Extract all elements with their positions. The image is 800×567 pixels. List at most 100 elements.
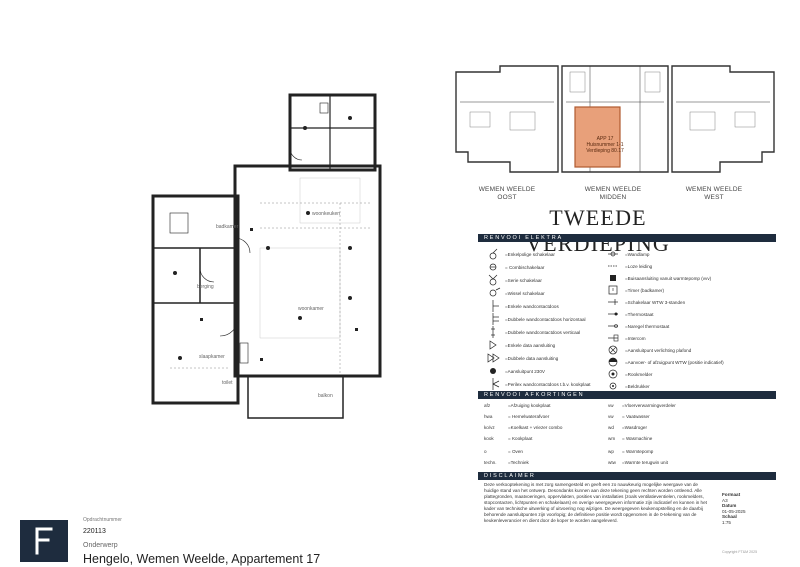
abbr-left-text-0: =Afzuiging kookplaat [508, 403, 551, 408]
legend-electra-left-9: =Aansluitpunt 230V [505, 368, 545, 374]
legend-electra-right-3: =Timer (badkamer) [625, 287, 665, 293]
legend-electra-right-row: =Aansluitpunt verlichting plafond [604, 344, 691, 356]
legend-electra-left-8: =Dubbele data aansluiting [505, 355, 559, 361]
legend-electra-right-4: =Schakelaar WTW 3-standen [625, 299, 686, 305]
legend-electra-right: =Wandlamp =Loze leiding =Buisaansluiting… [604, 248, 774, 390]
room-label-toilet: toilet [222, 380, 233, 386]
keyplan-highlight-line2: Huisnummer 1-1 [586, 142, 624, 148]
disclaimer-text: Deze verkooptekening is met zorg samenge… [484, 482, 707, 523]
legend-abbr-right: vw =Vloerverwarmingverdeler vw = Vaatwas… [608, 403, 768, 469]
abbr-left-text-2: =Koelkast + vriezer combo [508, 425, 563, 430]
legend-electra-left-0: =Enkelpolige schakelaar [505, 251, 555, 257]
keyplan-block-midden-line2: MIDDEN [599, 194, 627, 201]
legend-electra-left-row: =Dubbele wandcontactdoos verticaal [484, 326, 580, 338]
abbr-right-code-1: vw [608, 414, 614, 419]
legend-electra-right-row: =Beldrukker [604, 380, 650, 392]
legend-electra-right-row: =Naregel thermostaat [604, 320, 669, 332]
keyplan-block-west-line2: WEST [704, 194, 724, 201]
legend-electra-left-7: =Enkele data aansluiting [505, 342, 556, 348]
abbr-right-code-4: wp [608, 449, 614, 454]
keyplan-highlight-line3: Verdieping 80.17 [586, 148, 624, 154]
abbr-right-text-2: =Wasdroger [622, 425, 647, 430]
floor-plan-drawing [151, 93, 382, 419]
legend-electra-left-row: =Serie schakelaar [484, 274, 542, 286]
legend-abbr-header: RENVOOI AFKORTINGEN [478, 391, 776, 399]
abbr-left-code-5: techn. [484, 460, 497, 465]
abbr-left-code-1: hwa [484, 414, 493, 419]
legend-electra-left-4: =Enkele wandcontactdoos [505, 303, 559, 309]
abbr-left-text-1: = Hemelwaterafvoer [508, 414, 550, 419]
legend-electra-left-row: =Enkelpolige schakelaar [484, 248, 555, 260]
legend-electra-right-row: =Timer (badkamer) [604, 284, 664, 296]
legend-electra-right-0: =Wandlamp [625, 251, 650, 257]
abbr-left-text-4: = Oven [508, 449, 523, 454]
project-title: Hengelo, Wemen Weelde, Appartement 17 [83, 552, 321, 566]
legend-electra-left-10: =Perilex wandcontactdoos t.b.v. kookplaa… [505, 381, 591, 387]
legend-electra-left-row: =Enkele data aansluiting [484, 339, 555, 351]
legend-electra-right-row: =Intercom [604, 332, 646, 344]
abbr-right-text-3: = Wasmachine [622, 436, 653, 441]
abbr-right-code-0: vw [608, 403, 614, 408]
legend-electra-right-11: =Beldrukker [625, 383, 650, 389]
legend-electra-left-row: =Dubbele data aansluiting [484, 352, 558, 364]
legend-electra-left-row: =Perilex wandcontactdoos t.b.v. kookplaa… [484, 378, 591, 390]
keyplan-block-oost-line2: OOST [497, 194, 517, 201]
legend-electra-left-6: =Dubbele wandcontactdoos verticaal [505, 329, 581, 335]
project-subject-label: Onderwerp [83, 542, 118, 549]
legend-electra-left-3: =Wissel schakelaar [505, 290, 545, 296]
legend-electra-left-row: =Wissel schakelaar [484, 287, 545, 299]
abbr-right-code-5: wtw [608, 460, 616, 465]
legend-electra-right-9: =Aanvoer- of afzuigpunt WTW (positie ind… [625, 359, 724, 365]
legend-electra-right-row: =Buisaansluiting vanuit warmtepomp (vvv) [604, 272, 711, 284]
legend-electra-left-row: =Enkele wandcontactdoos [484, 300, 559, 312]
legend-abbr-left: afz =Afzuiging kookplaat hwa = Hemelwate… [484, 403, 614, 469]
abbr-left-text-3: = Kookplaat [508, 436, 533, 441]
company-logo [20, 520, 68, 562]
keyplan-block-west-line1: WEMEN WEELDE [685, 186, 743, 193]
project-number-label: Opdrachtnummer [83, 517, 122, 523]
legend-electra-header: RENVOOI ELEKTRA [478, 234, 776, 242]
abbr-left-code-2: ko/vz [484, 425, 495, 430]
abbr-right-text-5: =Warmte terugwin unit [622, 460, 668, 465]
keyplan-block-oost: WEMEN WEELDE OOST [472, 186, 542, 202]
scale-label: Schaal [722, 514, 737, 520]
keyplan-block-oost-line1: WEMEN WEELDE [478, 186, 536, 193]
keyplan-highlight-apartment [574, 106, 621, 168]
legend-electra-right-8: =Aansluitpunt verlichting plafond [625, 347, 692, 353]
abbr-right-text-4: = Warmtepomp [622, 449, 654, 454]
room-label-storage: berging [197, 284, 214, 290]
legend-electra-right-1: =Loze leiding [625, 263, 653, 269]
legend-electra-right-row: =Loze leiding [604, 260, 652, 272]
keyplan-block-west: WEMEN WEELDE WEST [679, 186, 749, 202]
copyright: Copyright FT&M 2025 [722, 550, 758, 554]
abbr-right-code-3: wm [608, 436, 616, 441]
room-label-kitchen: woonkeuken [312, 211, 341, 217]
legend-electra-right-row: =Thermostaat [604, 308, 653, 320]
room-label-bathroom: badkamer [216, 224, 239, 230]
abbr-left-code-3: kook [484, 436, 494, 441]
format-value: A3 [722, 497, 728, 503]
keyplan-highlight-label: APP 17 Huisnummer 1-1 Verdieping 80.17 [582, 136, 628, 154]
legend-electra-left-1: = Combischakelaar [505, 264, 545, 270]
legend-electra-right-7: =Intercom [625, 335, 646, 341]
legend-electra-right-row: =Aanvoer- of afzuigpunt WTW (positie ind… [604, 356, 724, 368]
legend-electra-left-row: =Dubbele wandcontactdoos horizontaal [484, 313, 586, 325]
legend-electra-right-6: =Naregel thermostaat [625, 323, 670, 329]
date-label: Datum [722, 503, 737, 509]
format-label: Formaat [722, 492, 741, 497]
legend-electra-left-row: =Aansluitpunt 230V [484, 365, 545, 377]
project-number: 220113 [83, 528, 106, 535]
legend-electra-right-row: =Wandlamp [604, 248, 649, 260]
date-value: 01-05-2025 [722, 508, 746, 514]
legend-electra-left-5: =Dubbele wandcontactdoos horizontaal [505, 316, 586, 322]
format-block: Formaat A3 Datum 01-05-2025 Schaal 1:75 [722, 492, 780, 526]
keyplan-highlight-line1: APP 17 [596, 136, 614, 142]
legend-electra-right-10: =Rookmelder [625, 371, 653, 377]
abbr-right-code-2: wd [608, 425, 614, 430]
legend-electra-right-2: =Buisaansluiting vanuit warmtepomp (vvv) [625, 275, 712, 281]
abbr-right-text-1: = Vaatwasser [622, 414, 650, 419]
abbr-left-code-4: o [484, 449, 487, 454]
legend-electra-right-row: =Schakelaar WTW 3-standen [604, 296, 685, 308]
keyplan-block-midden: WEMEN WEELDE MIDDEN [578, 186, 648, 202]
keyplan-drawing [455, 65, 775, 173]
